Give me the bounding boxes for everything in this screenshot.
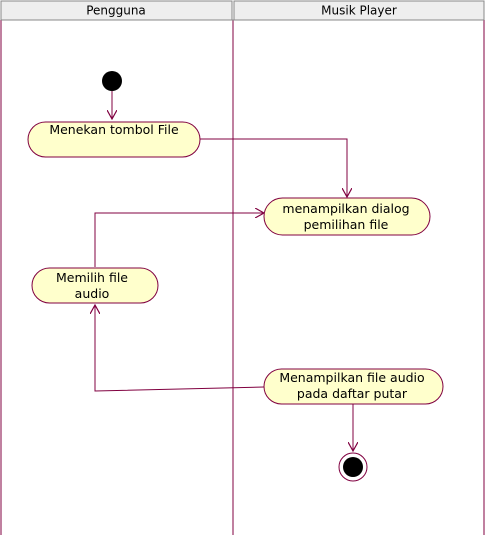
activity-tampil-dialog-label-line2: pemilihan file xyxy=(304,217,389,232)
activity-tampil-daftar-label-line2: pada daftar putar xyxy=(297,386,408,401)
activity-pilih-file-label-line1: Memilih file xyxy=(56,270,128,285)
initial-node xyxy=(102,71,122,91)
swimlane-header-musik-player: Musik Player xyxy=(233,0,485,21)
swimlane-title-pengguna: Pengguna xyxy=(86,4,146,18)
activity-tampil-daftar: Menampilkan file audio pada daftar putar xyxy=(263,368,444,405)
swimlane-header-pengguna: Pengguna xyxy=(0,0,233,21)
activity-tekan-file: Menekan tombol File xyxy=(27,121,201,158)
final-node xyxy=(338,452,368,482)
activity-tampil-dialog: menampilkan dialog pemilihan file xyxy=(263,197,431,236)
activity-pilih-file-label-line2: audio xyxy=(75,286,110,301)
activity-pilih-file: Memilih file audio xyxy=(31,267,159,304)
flow-tekan-file-to-tampil-dialog xyxy=(200,138,347,197)
activity-tekan-file-label: Menekan tombol File xyxy=(49,122,179,137)
activity-tampil-daftar-label-line1: Menampilkan file audio xyxy=(279,370,424,385)
activity-tampil-dialog-label-line1: menampilkan dialog xyxy=(282,201,409,216)
swimlane-title-musik-player: Musik Player xyxy=(321,4,397,18)
flow-tampil-daftar-to-pilih-file xyxy=(95,305,265,392)
flow-pilih-file-to-tampil-dialog xyxy=(94,213,264,267)
